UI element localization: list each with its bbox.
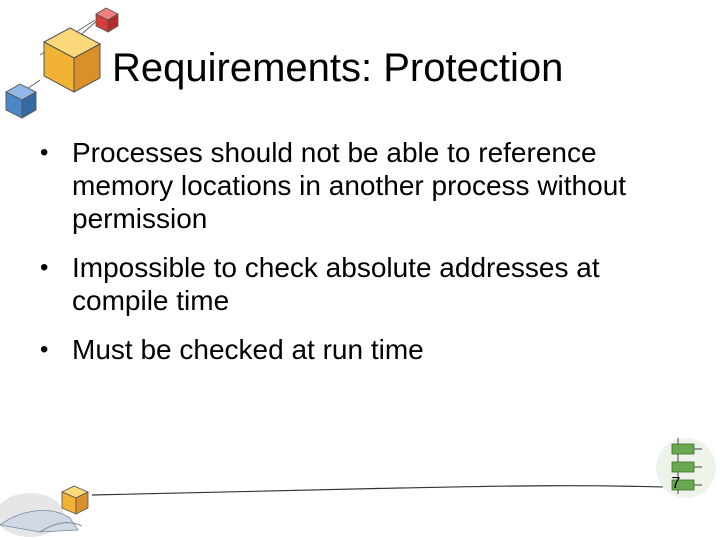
stacked-cubes-icon bbox=[5, 7, 119, 119]
bullet-marker: • bbox=[40, 336, 49, 363]
flowchart-blocks-icon bbox=[656, 438, 716, 498]
bullet-item: • Processes should not be able to refere… bbox=[40, 136, 690, 235]
bullet-text: Processes should not be able to referenc… bbox=[72, 137, 627, 234]
bullet-item: • Must be checked at run time bbox=[40, 333, 690, 366]
slide-title: Requirements: Protection bbox=[112, 46, 564, 90]
bullet-text: Impossible to check absolute addresses a… bbox=[72, 252, 600, 316]
bullet-text: Must be checked at run time bbox=[72, 334, 424, 365]
bullet-list: • Processes should not be able to refere… bbox=[40, 136, 690, 382]
hand-holding-cube-icon bbox=[0, 485, 89, 537]
bullet-item: • Impossible to check absolute addresses… bbox=[40, 251, 690, 317]
bullet-marker: • bbox=[40, 254, 49, 281]
bullet-marker: • bbox=[40, 139, 49, 166]
page-number: 7 bbox=[671, 475, 681, 492]
footer-divider-line bbox=[91, 485, 701, 496]
